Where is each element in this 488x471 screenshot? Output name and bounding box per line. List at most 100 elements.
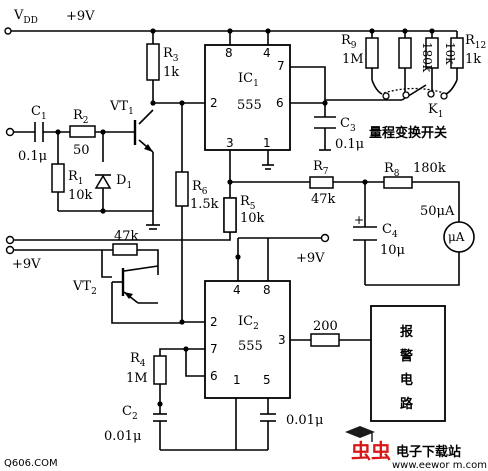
ic1-type: 555 bbox=[237, 98, 262, 113]
ic1-pin1: 1 bbox=[263, 136, 271, 150]
c1-name: C1 bbox=[31, 104, 47, 122]
r1-body bbox=[51, 163, 65, 193]
alarm-char-4: 路 bbox=[400, 396, 414, 412]
c3-symbol bbox=[314, 116, 336, 129]
vt2-name: VT2 bbox=[72, 279, 97, 297]
ic2-type: 555 bbox=[238, 339, 263, 354]
ic2-pin6: 6 bbox=[210, 369, 218, 383]
c4-name: C4 bbox=[382, 222, 398, 240]
c2-name: C2 bbox=[122, 404, 138, 422]
microammeter bbox=[443, 221, 475, 253]
r4-value: 1M bbox=[126, 371, 148, 386]
ic1-name: IC1 bbox=[238, 71, 259, 89]
r-bias-body bbox=[112, 243, 138, 256]
alarm-box bbox=[370, 305, 446, 422]
vt1-name: VT1 bbox=[109, 99, 134, 117]
ic2-pin7: 7 bbox=[210, 342, 218, 356]
r-out-body bbox=[310, 333, 340, 347]
c4-symbol: + bbox=[353, 213, 377, 241]
r6-name: R6 bbox=[192, 179, 208, 197]
watermark-url: www.eewor m.com bbox=[392, 460, 487, 471]
meter-label: μA bbox=[448, 230, 465, 244]
ic2-pin3: 3 bbox=[278, 333, 286, 347]
r6-body bbox=[175, 171, 189, 207]
ic2-box bbox=[204, 280, 291, 399]
ic1-pin4: 4 bbox=[263, 46, 271, 60]
vt1-symbol bbox=[133, 120, 153, 152]
range-switch-label: 量程变换开关 bbox=[369, 125, 447, 141]
r-bias-value: 47k bbox=[114, 229, 139, 244]
r10-body bbox=[398, 37, 412, 69]
terminals bbox=[4, 27, 330, 255]
ic2-pin5: 5 bbox=[263, 373, 271, 387]
vt2-symbol bbox=[112, 268, 133, 299]
ic2-pin1: 1 bbox=[233, 373, 241, 387]
ic2-name: IC2 bbox=[238, 314, 259, 332]
r6-value: 1.5k bbox=[190, 197, 219, 212]
ic2-pin2: 2 bbox=[210, 315, 218, 329]
r1-name: R1 bbox=[68, 169, 84, 187]
ic1-pin2: 2 bbox=[210, 96, 218, 110]
c3-value: 0.1μ bbox=[335, 137, 364, 152]
r3-name: R3 bbox=[163, 46, 179, 64]
ic2-supply-label: +9V bbox=[296, 251, 325, 266]
r5-outline bbox=[223, 197, 237, 233]
r4-body bbox=[153, 355, 167, 385]
r11-value: 10k bbox=[443, 42, 457, 65]
r-out-value: 200 bbox=[313, 319, 338, 334]
r3-value: 1k bbox=[163, 65, 179, 80]
r9-name: R9 bbox=[341, 33, 357, 51]
r8-name: R8 bbox=[384, 161, 400, 179]
ic2-pin4: 4 bbox=[233, 283, 241, 297]
r8-value: 180k bbox=[413, 161, 446, 176]
junction-dots bbox=[55, 28, 435, 407]
svg-text:+: + bbox=[354, 213, 364, 227]
watermark-logo bbox=[345, 426, 375, 442]
c3-name: C3 bbox=[340, 116, 356, 134]
r8-body bbox=[383, 176, 413, 189]
meter-value: 50μA bbox=[420, 204, 455, 219]
r12-value: 1k bbox=[465, 52, 481, 67]
alarm-char-3: 电 bbox=[400, 372, 413, 388]
ic1-box bbox=[204, 44, 291, 151]
c1-value: 0.1μ bbox=[18, 149, 47, 164]
ic1-pin8: 8 bbox=[225, 46, 233, 60]
watermark-brand: 虫虫 bbox=[351, 439, 391, 463]
vdd-label: VDD bbox=[13, 8, 38, 26]
ic1-pin3: 3 bbox=[226, 136, 234, 150]
r7-name: R7 bbox=[313, 159, 329, 177]
r7-value: 47k bbox=[311, 192, 336, 207]
range-switch-k1[interactable] bbox=[382, 87, 448, 100]
watermark-brand-text: 电子下载站 bbox=[396, 444, 461, 460]
r9-body bbox=[365, 37, 379, 69]
d1-name: D1 bbox=[116, 173, 132, 191]
c4-value: 10μ bbox=[380, 243, 405, 258]
c5-value: 0.01μ bbox=[286, 413, 323, 428]
r3-body bbox=[146, 43, 160, 81]
r2-name: R2 bbox=[73, 108, 89, 126]
r5-value: 10k bbox=[240, 211, 265, 226]
ic1-pin6: 6 bbox=[276, 96, 284, 110]
alarm-char-1: 报 bbox=[400, 325, 414, 340]
r2-value: 50 bbox=[73, 143, 90, 158]
r4-name: R4 bbox=[130, 351, 146, 369]
ic2-pin8: 8 bbox=[263, 283, 271, 297]
vdd-value: +9V bbox=[66, 9, 95, 24]
alarm-char-2: 警 bbox=[400, 348, 413, 364]
r11-body bbox=[425, 37, 439, 69]
r7-body bbox=[309, 176, 334, 189]
watermark-left: Q606.COM bbox=[4, 458, 58, 469]
r10-value: 180k bbox=[420, 42, 434, 73]
r1-value: 10k bbox=[68, 188, 93, 203]
c2-value: 0.01μ bbox=[104, 429, 141, 444]
vt2-supply-label: +9V bbox=[12, 257, 41, 272]
r9-value: 1M bbox=[342, 52, 364, 67]
k1-name: K1 bbox=[428, 102, 443, 120]
r12-name: R12 bbox=[465, 33, 486, 51]
d1-symbol bbox=[94, 174, 112, 189]
ic1-pin7: 7 bbox=[277, 59, 285, 73]
r2-body bbox=[69, 125, 96, 138]
r12-body bbox=[450, 37, 464, 69]
c1-symbol bbox=[34, 122, 44, 142]
